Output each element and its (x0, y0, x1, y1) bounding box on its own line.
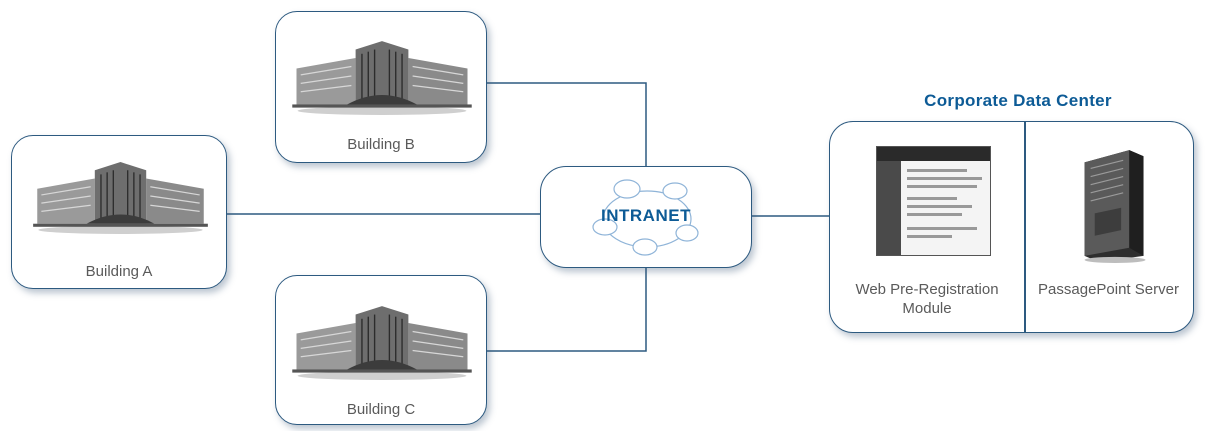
web-module-label-line2: Module (902, 300, 952, 317)
building-a-node: Building A (11, 135, 227, 289)
building-c-node: Building C (275, 275, 487, 425)
building-b-label: Building B (347, 136, 415, 153)
server-label: PassagePoint Server (1038, 281, 1179, 298)
data-center-node: Web Pre-Registration Module PassagePoint… (829, 121, 1194, 333)
intranet-node: INTRANET (540, 166, 752, 268)
web-module-label-line1: Web Pre-Registration (855, 281, 999, 298)
tower-server-icon (1084, 150, 1146, 263)
link-building-b-intranet (486, 82, 647, 166)
building-b-node: Building B (275, 11, 487, 163)
office-building-icon (292, 306, 472, 380)
web-page-screenshot-icon (876, 146, 991, 256)
office-building-icon (292, 41, 472, 115)
network-ring-icon (592, 179, 699, 256)
data-center-title: Corporate Data Center (924, 91, 1112, 110)
office-building-icon (33, 162, 208, 234)
link-building-c-intranet (486, 266, 647, 352)
data-center-divider (1024, 122, 1026, 332)
web-module-label: Web Pre-Registration Module (830, 280, 1024, 318)
building-a-label: Building A (85, 263, 153, 280)
building-c-label: Building C (346, 401, 416, 418)
intranet-label: INTRANET (601, 206, 691, 225)
